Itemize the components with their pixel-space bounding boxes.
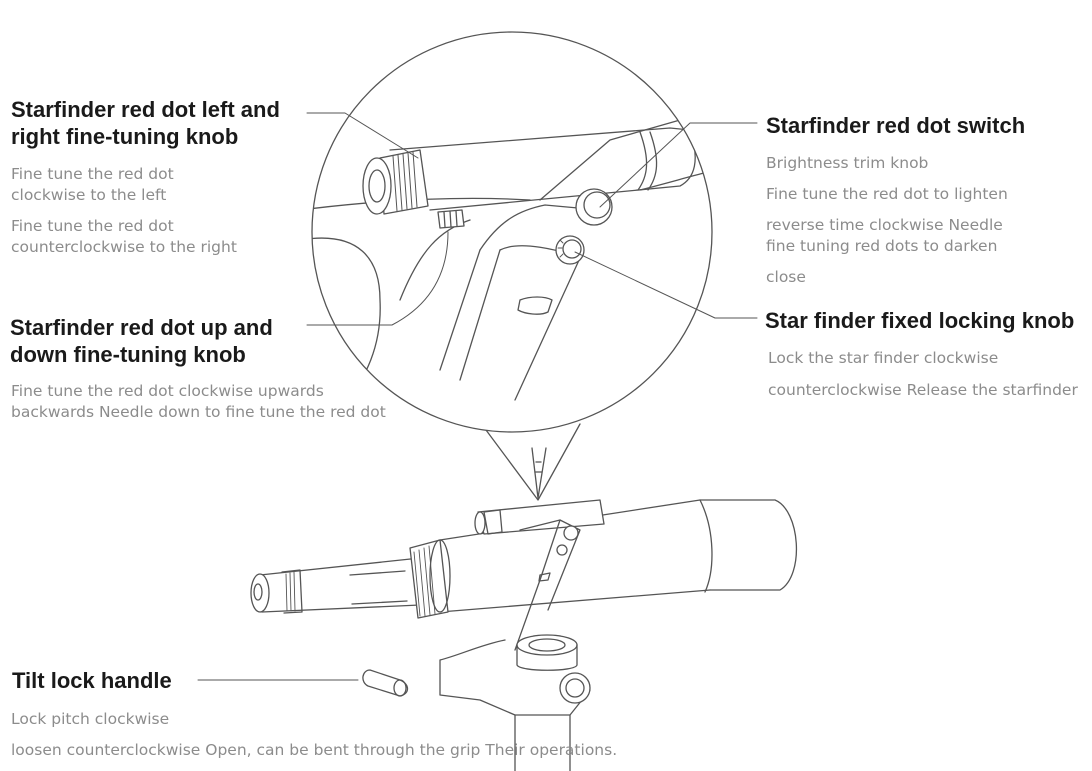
switch-desc-line-4: fine tuning red dots to darken <box>766 237 998 255</box>
switch-desc-line-3: reverse time clockwise Needle <box>766 216 1003 234</box>
tilt-desc-line-2: loosen counterclockwise Open, can be ben… <box>11 741 618 759</box>
lr-knob-desc-line-3: Fine tune the red dot <box>11 217 174 235</box>
lock-knob-desc: Lock the star finder clockwise countercl… <box>768 348 1078 401</box>
ud-knob-desc-line-2: backwards Needle down to fine tune the r… <box>11 403 386 421</box>
lr-knob-desc: Fine tune the red dot clockwise to the l… <box>11 164 237 258</box>
ud-knob-title-line-1: Starfinder red dot up and <box>10 315 273 340</box>
tilt-desc-line-1: Lock pitch clockwise <box>11 710 170 728</box>
lock-knob-desc-line-2: counterclockwise Release the starfinder <box>768 381 1078 399</box>
lr-knob-title-line-1: Starfinder red dot left and <box>11 97 280 122</box>
magnified-detail-circle <box>311 31 713 501</box>
telescope-body <box>250 499 797 771</box>
ud-knob-desc: Fine tune the red dot clockwise upwards … <box>11 381 386 423</box>
lock-knob-desc-line-1: Lock the star finder clockwise <box>768 349 999 367</box>
tilt-title: Tilt lock handle <box>12 668 172 693</box>
lr-knob-desc-line-1: Fine tune the red dot <box>11 165 174 183</box>
switch-title: Starfinder red dot switch <box>766 113 1026 138</box>
lr-knob-desc-line-4: counterclockwise to the right <box>11 238 237 256</box>
lock-knob-title: Star finder fixed locking knob <box>765 308 1075 333</box>
ud-knob-desc-line-1: Fine tune the red dot clockwise upwards <box>11 382 324 400</box>
ud-knob-title-line-2: down fine-tuning knob <box>10 342 246 367</box>
leader-lines <box>197 112 758 681</box>
tilt-desc: Lock pitch clockwise loosen counterclock… <box>11 709 617 761</box>
lr-knob-title-line-2: right fine-tuning knob <box>11 124 239 149</box>
switch-desc-line-5: close <box>766 268 806 286</box>
ud-knob-title: Starfinder red dot up and down fine-tuni… <box>10 314 273 368</box>
lr-knob-title: Starfinder red dot left and right fine-t… <box>11 96 280 150</box>
lr-knob-desc-line-2: clockwise to the left <box>11 186 167 204</box>
magnified-finder <box>312 119 712 421</box>
switch-desc-line-2: Fine tune the red dot to lighten <box>766 185 1008 203</box>
switch-desc-line-1: Brightness trim knob <box>766 154 929 172</box>
switch-desc: Brightness trim knob Fine tune the red d… <box>766 153 1008 288</box>
